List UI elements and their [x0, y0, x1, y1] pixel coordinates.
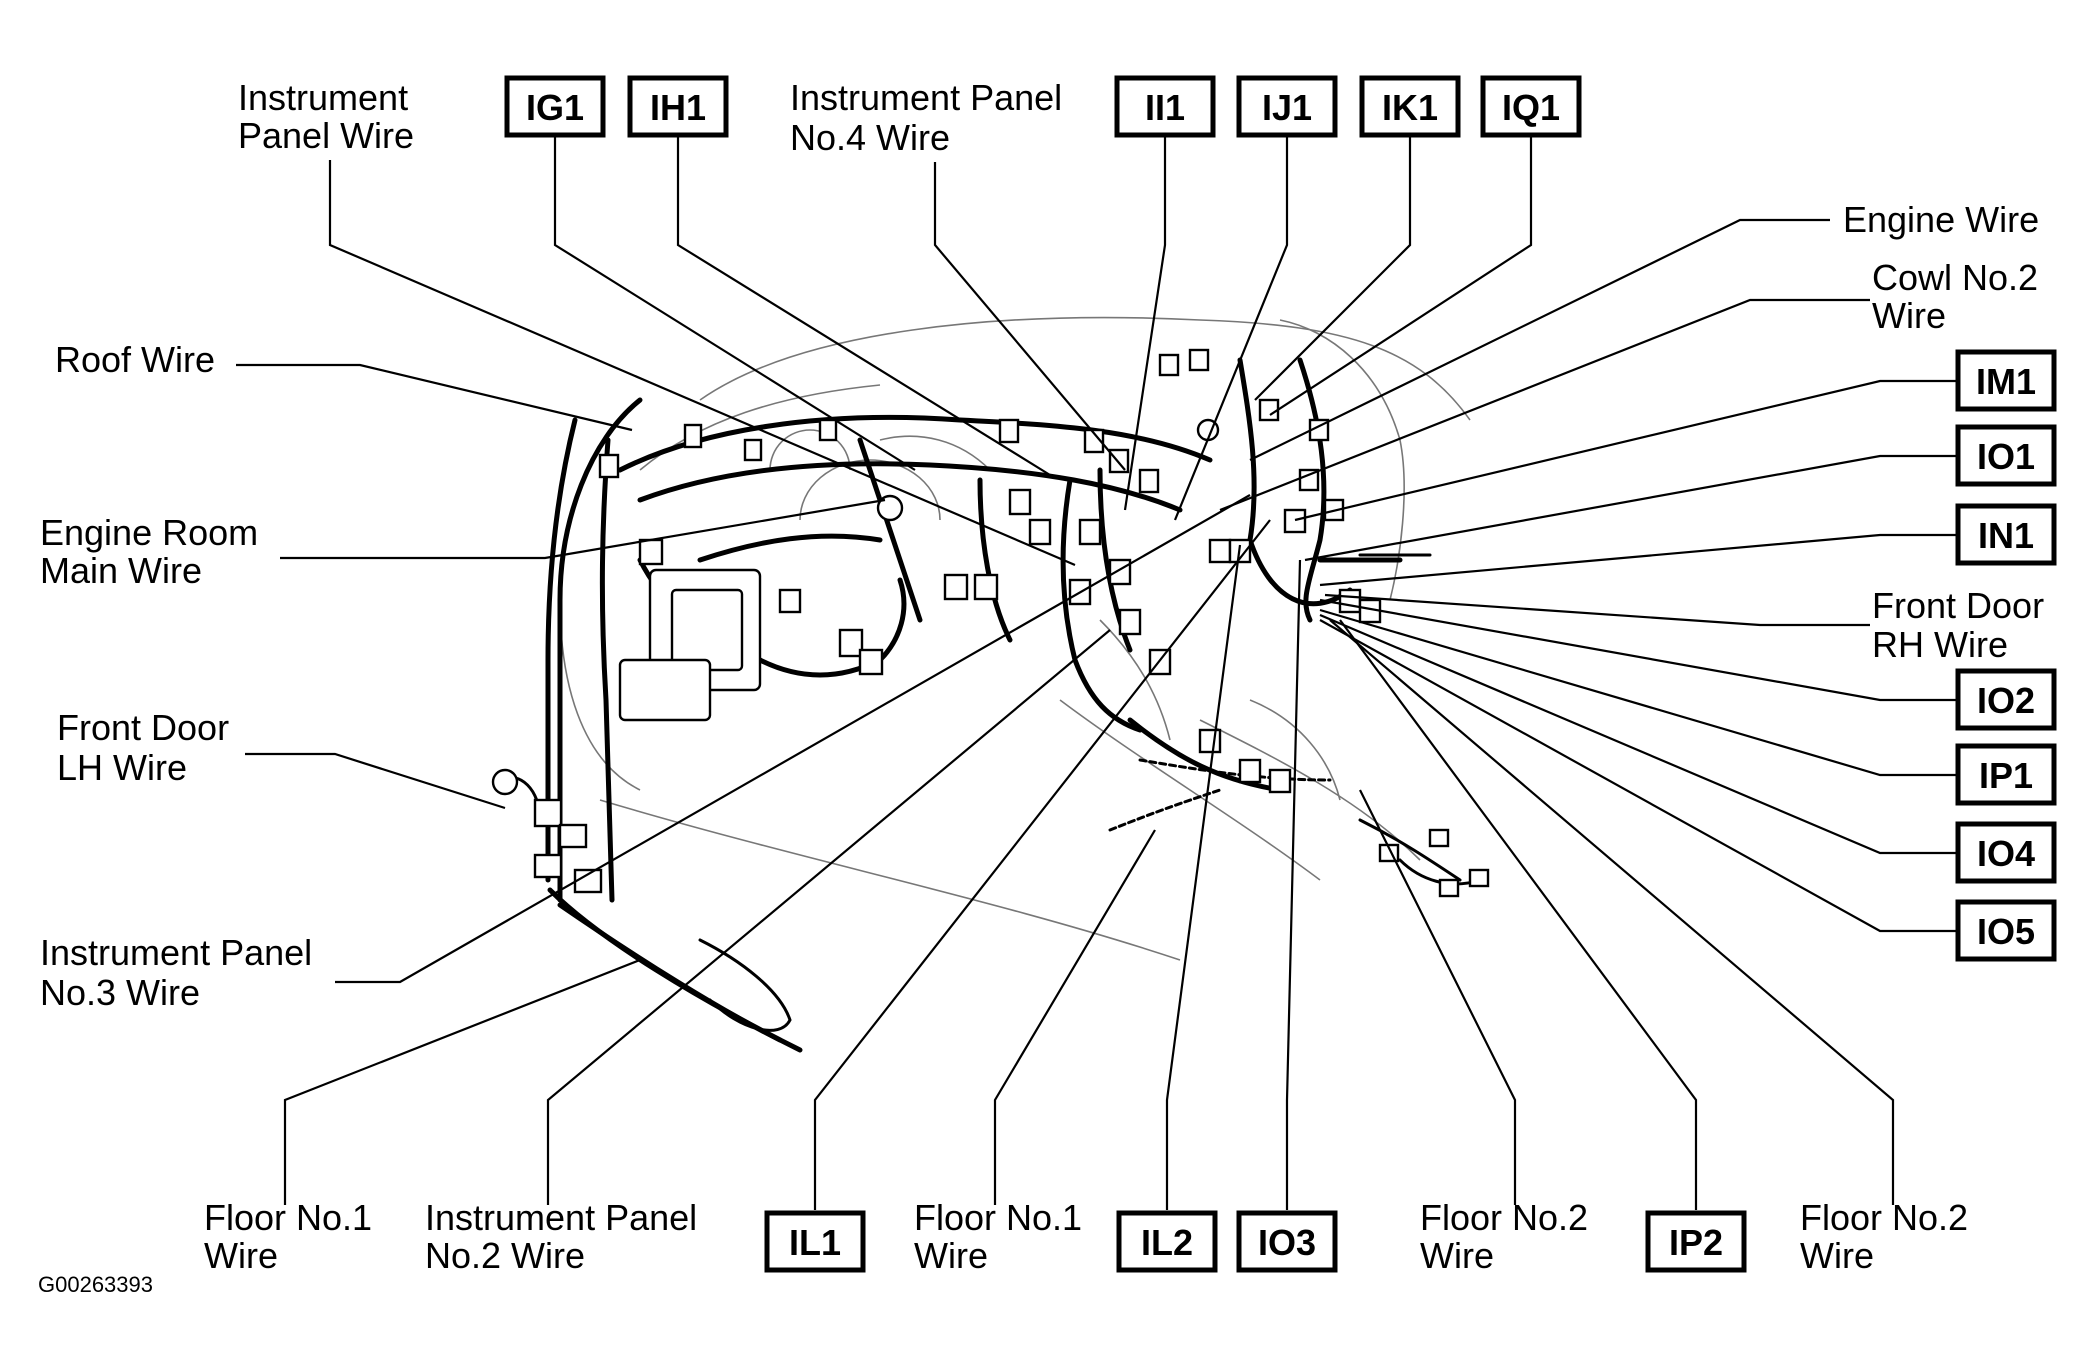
code-ik1: IK1 — [1359, 75, 1461, 138]
svg-text:IN1: IN1 — [1978, 515, 2034, 556]
code-ij1: IJ1 — [1236, 75, 1338, 138]
svg-text:IP2: IP2 — [1669, 1222, 1723, 1263]
code-il2: IL2 — [1116, 1210, 1218, 1273]
svg-text:IG1: IG1 — [526, 87, 584, 128]
label-instrument-panel-wire: Instrument Panel Wire — [238, 77, 414, 156]
code-ip1: IP1 — [1955, 743, 2057, 806]
svg-text:No.2 Wire: No.2 Wire — [425, 1235, 585, 1276]
code-ii1: II1 — [1114, 75, 1216, 138]
svg-text:LH Wire: LH Wire — [57, 747, 187, 788]
svg-text:Wire: Wire — [1420, 1235, 1494, 1276]
code-io4: IO4 — [1955, 821, 2057, 884]
label-cowl-no2-wire: Cowl No.2 Wire — [1872, 257, 2038, 336]
code-io1: IO1 — [1955, 424, 2057, 487]
label-instrument-panel-no4-wire: Instrument Panel No.4 Wire — [790, 77, 1062, 158]
label-instrument-panel-no3-wire: Instrument Panel No.3 Wire — [40, 932, 312, 1013]
svg-text:Instrument Panel: Instrument Panel — [790, 77, 1062, 118]
svg-text:IQ1: IQ1 — [1502, 87, 1560, 128]
svg-text:Front Door: Front Door — [1872, 585, 2044, 626]
svg-text:Instrument Panel: Instrument Panel — [40, 932, 312, 973]
svg-text:IM1: IM1 — [1976, 361, 2036, 402]
svg-text:Roof Wire: Roof Wire — [55, 339, 215, 380]
label-instrument-panel-no2-wire: Instrument Panel No.2 Wire — [425, 1197, 697, 1276]
label-front-door-rh-wire: Front Door RH Wire — [1872, 585, 2044, 665]
svg-text:II1: II1 — [1145, 87, 1185, 128]
svg-text:IK1: IK1 — [1382, 87, 1438, 128]
svg-text:Cowl No.2: Cowl No.2 — [1872, 257, 2038, 298]
label-engine-room-main-wire: Engine Room Main Wire — [40, 512, 258, 591]
svg-text:Wire: Wire — [204, 1235, 278, 1276]
svg-text:No.4 Wire: No.4 Wire — [790, 117, 950, 158]
svg-text:IL2: IL2 — [1141, 1222, 1193, 1263]
svg-text:Engine Wire: Engine Wire — [1843, 199, 2039, 240]
svg-text:IH1: IH1 — [650, 87, 706, 128]
svg-text:RH Wire: RH Wire — [1872, 624, 2008, 665]
code-io5: IO5 — [1955, 899, 2057, 962]
svg-text:IO3: IO3 — [1258, 1222, 1316, 1263]
svg-text:Floor No.1: Floor No.1 — [204, 1197, 372, 1238]
label-floor-no1-wire-left: Floor No.1 Wire — [204, 1197, 372, 1276]
label-floor-no2-wire-left: Floor No.2 Wire — [1420, 1197, 1588, 1276]
label-floor-no1-wire-mid: Floor No.1 Wire — [914, 1197, 1082, 1276]
svg-text:IL1: IL1 — [789, 1222, 841, 1263]
label-roof-wire: Roof Wire — [55, 339, 215, 380]
svg-text:Instrument: Instrument — [238, 77, 408, 118]
code-ip2: IP2 — [1645, 1210, 1747, 1273]
svg-text:IP1: IP1 — [1979, 755, 2033, 796]
svg-text:Wire: Wire — [1800, 1235, 1874, 1276]
svg-text:IO4: IO4 — [1977, 833, 2035, 874]
svg-text:Floor No.2: Floor No.2 — [1420, 1197, 1588, 1238]
dashboard-outline — [559, 316, 1471, 961]
code-iq1: IQ1 — [1480, 75, 1582, 138]
code-ih1: IH1 — [627, 75, 729, 138]
svg-text:Floor No.1: Floor No.1 — [914, 1197, 1082, 1238]
leader-lines — [236, 104, 1958, 1210]
wire-harness — [491, 348, 1490, 1053]
code-in1: IN1 — [1955, 503, 2057, 566]
code-im1: IM1 — [1955, 349, 2057, 412]
svg-text:Panel Wire: Panel Wire — [238, 115, 414, 156]
svg-text:Wire: Wire — [914, 1235, 988, 1276]
code-io3: IO3 — [1236, 1210, 1338, 1273]
svg-text:Floor No.2: Floor No.2 — [1800, 1197, 1968, 1238]
label-front-door-lh-wire: Front Door LH Wire — [57, 707, 229, 788]
svg-text:IJ1: IJ1 — [1262, 87, 1312, 128]
code-il1: IL1 — [764, 1210, 866, 1273]
svg-text:No.3 Wire: No.3 Wire — [40, 972, 200, 1013]
svg-text:Front Door: Front Door — [57, 707, 229, 748]
svg-text:Main Wire: Main Wire — [40, 550, 202, 591]
svg-text:IO2: IO2 — [1977, 680, 2035, 721]
code-ig1: IG1 — [504, 75, 606, 138]
svg-text:IO5: IO5 — [1977, 911, 2035, 952]
label-engine-wire: Engine Wire — [1843, 199, 2039, 240]
figure-id: G00263393 — [38, 1272, 153, 1297]
svg-text:Wire: Wire — [1872, 295, 1946, 336]
svg-text:Engine Room: Engine Room — [40, 512, 258, 553]
code-io2: IO2 — [1955, 668, 2057, 731]
svg-text:IO1: IO1 — [1977, 436, 2035, 477]
label-floor-no2-wire-right: Floor No.2 Wire — [1800, 1197, 1968, 1276]
svg-text:Instrument Panel: Instrument Panel — [425, 1197, 697, 1238]
